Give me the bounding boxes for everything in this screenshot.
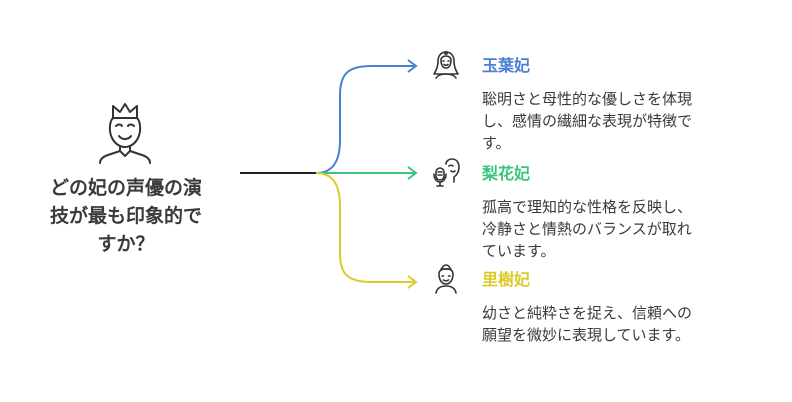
question-line-1: どの妃の声優の演: [49, 177, 202, 199]
woman-veil-icon: [432, 50, 460, 80]
desc-line: 聡明さと母性的な優しさを体現: [482, 90, 693, 108]
desc-line: し、感情の繊細な表現が特徴で: [482, 112, 693, 130]
desc-line: 冷静さと情熱のバランスが取れ: [482, 220, 692, 238]
connector-branch-3: [315, 172, 414, 283]
arrowhead-branch-2: [407, 166, 418, 180]
connector-branch-1: [315, 65, 414, 174]
desc-line: 願望を微妙に表現しています。: [482, 326, 691, 344]
desc-line: ています。: [482, 242, 556, 260]
branch-description: 聡明さと母性的な優しさを体現 し、感情の繊細な表現が特徴で す。: [482, 88, 772, 154]
microphone-face-icon: [432, 158, 460, 188]
branch-description: 孤高で理知的な性格を反映し、 冷静さと情熱のバランスが取れ ています。: [482, 196, 772, 262]
desc-line: す。: [482, 134, 511, 152]
central-question: どの妃の声優の演 技が最も印象的で すか？: [20, 174, 232, 258]
arrowhead-branch-1: [407, 59, 418, 73]
desc-line: 幼さと純粋さを捉え、信頼への: [482, 304, 693, 322]
branch-title: 梨花妃: [482, 164, 531, 183]
question-line-2: 技が最も印象的で: [49, 205, 202, 227]
branch-title: 里樹妃: [482, 270, 531, 289]
queen-crown-icon: [94, 100, 156, 164]
desc-line: 孤高で理知的な性格を反映し、: [482, 198, 693, 216]
woman-hairpin-icon: [432, 264, 460, 294]
arrowhead-branch-3: [407, 275, 418, 289]
branch-title: 玉葉妃: [482, 56, 531, 75]
question-line-3: すか？: [97, 233, 155, 255]
branch-description: 幼さと純粋さを捉え、信頼への 願望を微妙に表現しています。: [482, 302, 772, 346]
